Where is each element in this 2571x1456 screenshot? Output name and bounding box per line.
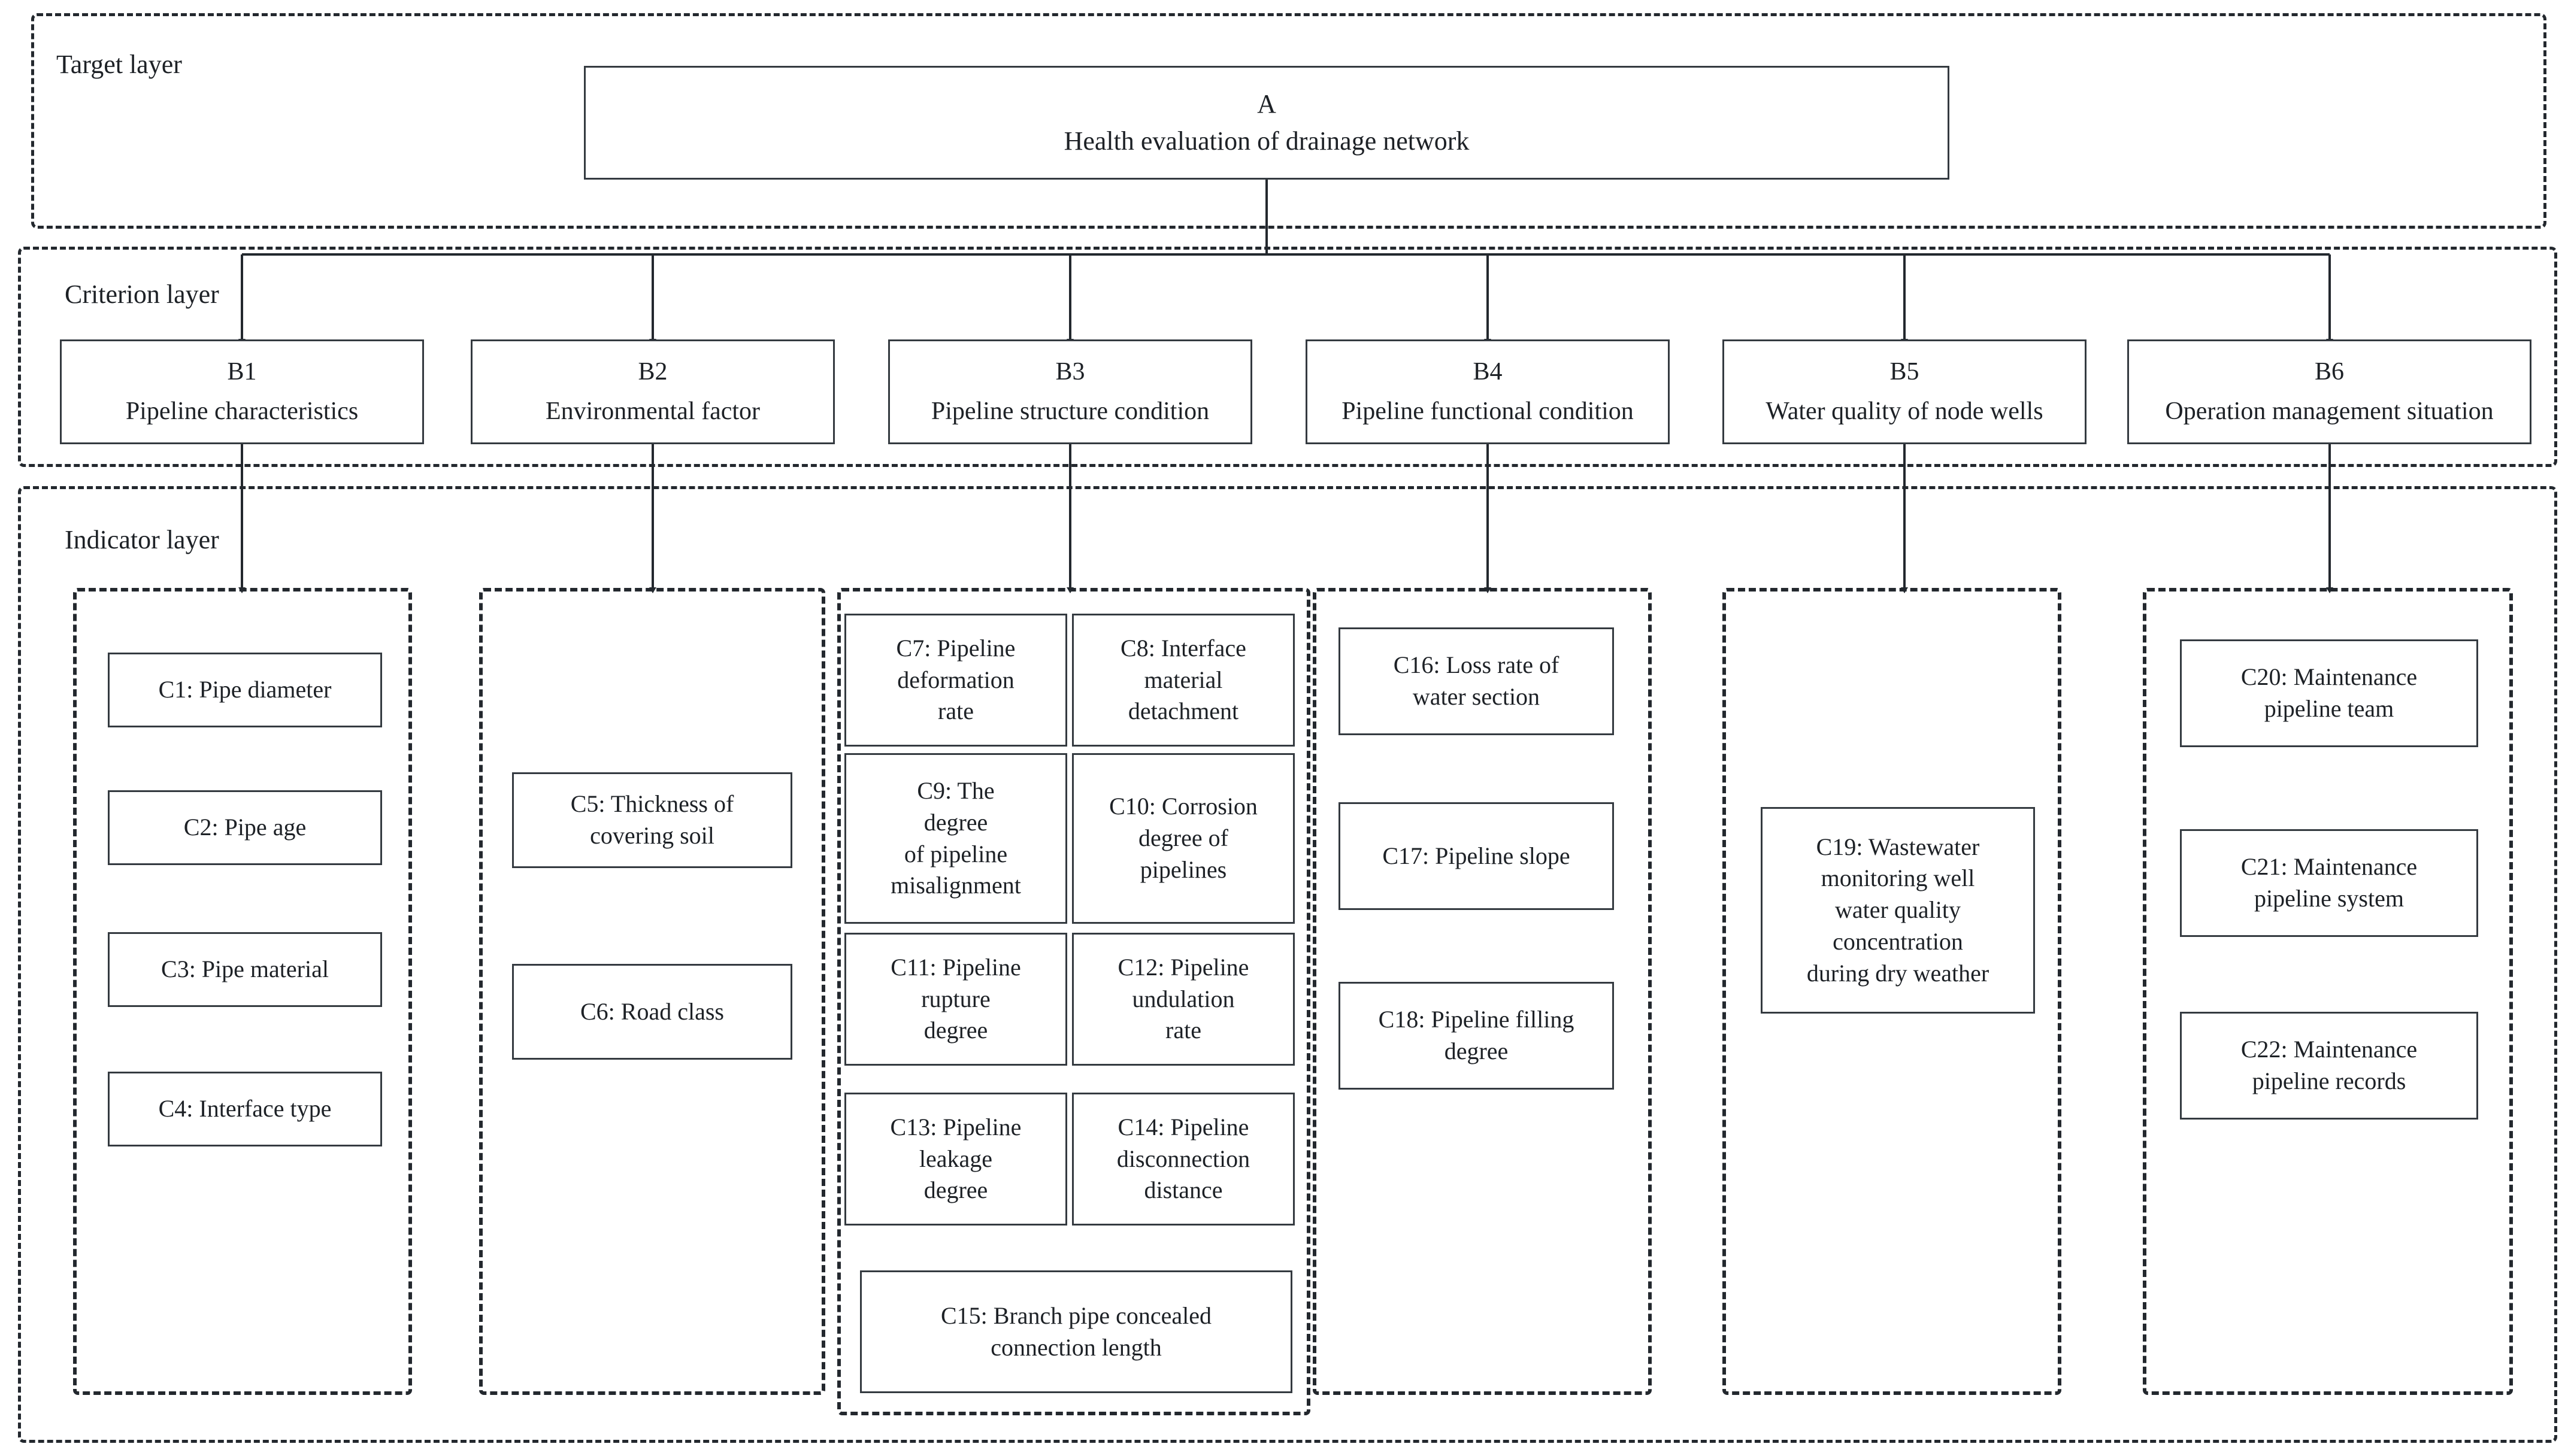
criterion-layer-label: Criterion layer [59, 281, 225, 308]
node-indicator-C14[interactable]: C14: Pipeline disconnection distance [1072, 1093, 1295, 1226]
node-criterion-B3[interactable]: B3 Pipeline structure condition [888, 339, 1252, 444]
node-indicator-C16[interactable]: C16: Loss rate of water section [1339, 627, 1614, 735]
target-layer-frame [31, 13, 2546, 229]
node-indicator-C3[interactable]: C3: Pipe material [108, 932, 382, 1007]
node-indicator-C4[interactable]: C4: Interface type [108, 1072, 382, 1146]
indicator-group-2-frame [479, 588, 825, 1395]
node-indicator-C1[interactable]: C1: Pipe diameter [108, 653, 382, 727]
node-indicator-C21[interactable]: C21: Maintenance pipeline system [2180, 829, 2478, 937]
node-indicator-C22[interactable]: C22: Maintenance pipeline records [2180, 1012, 2478, 1120]
node-indicator-C19[interactable]: C19: Wastewater monitoring well water qu… [1761, 807, 2035, 1014]
node-indicator-C2[interactable]: C2: Pipe age [108, 790, 382, 865]
indicator-group-5-frame [1722, 588, 2061, 1395]
node-indicator-C15[interactable]: C15: Branch pipe concealed connection le… [860, 1270, 1292, 1393]
node-indicator-C10[interactable]: C10: Corrosion degree of pipelines [1072, 753, 1295, 924]
indicator-group-1-frame [73, 588, 412, 1395]
node-criterion-B5[interactable]: B5 Water quality of node wells [1722, 339, 2087, 444]
node-criterion-B2[interactable]: B2 Environmental factor [471, 339, 835, 444]
node-criterion-B4[interactable]: B4 Pipeline functional condition [1306, 339, 1670, 444]
node-indicator-C11[interactable]: C11: Pipeline rupture degree [844, 933, 1067, 1066]
indicator-layer-frame [18, 486, 2557, 1443]
node-indicator-C5[interactable]: C5: Thickness of covering soil [512, 772, 792, 868]
node-indicator-C18[interactable]: C18: Pipeline filling degree [1339, 982, 1614, 1090]
indicator-group-4-frame [1313, 588, 1652, 1395]
node-indicator-C20[interactable]: C20: Maintenance pipeline team [2180, 639, 2478, 747]
node-criterion-B1[interactable]: B1 Pipeline characteristics [60, 339, 424, 444]
node-indicator-C6[interactable]: C6: Road class [512, 964, 792, 1060]
node-criterion-B6[interactable]: B6 Operation management situation [2127, 339, 2531, 444]
node-target-A[interactable]: A Health evaluation of drainage network [584, 66, 1949, 180]
criterion-layer-frame [18, 247, 2557, 467]
node-indicator-C9[interactable]: C9: The degree of pipeline misalignment [844, 753, 1067, 924]
node-indicator-C17[interactable]: C17: Pipeline slope [1339, 802, 1614, 910]
node-indicator-C7[interactable]: C7: Pipeline deformation rate [844, 614, 1067, 747]
indicator-group-6-frame [2143, 588, 2513, 1395]
node-indicator-C13[interactable]: C13: Pipeline leakage degree [844, 1093, 1067, 1226]
indicator-group-3-frame [837, 588, 1310, 1415]
node-indicator-C8[interactable]: C8: Interface material detachment [1072, 614, 1295, 747]
indicator-layer-label: Indicator layer [59, 527, 225, 553]
target-layer-label: Target layer [50, 51, 188, 78]
node-indicator-C12[interactable]: C12: Pipeline undulation rate [1072, 933, 1295, 1066]
